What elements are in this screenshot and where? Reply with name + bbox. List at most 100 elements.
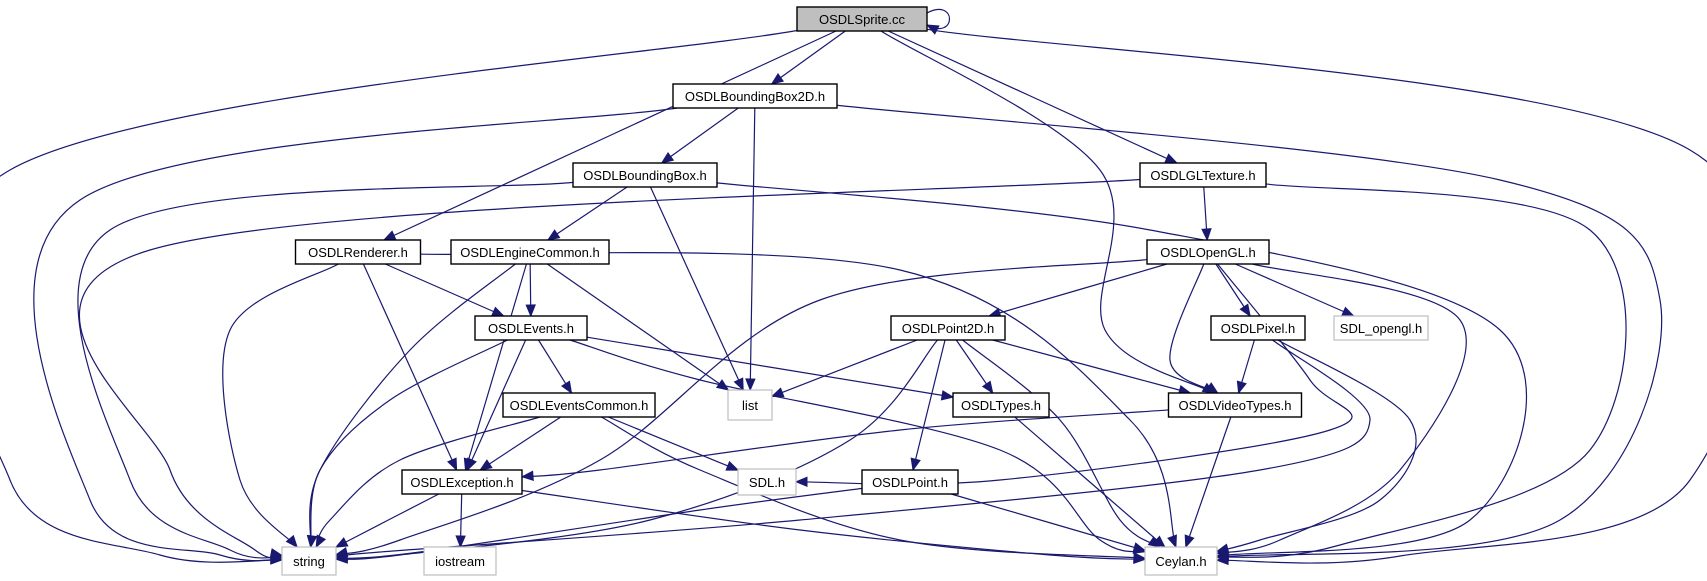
node-opengl[interactable]: OSDLOpenGL.h — [1146, 239, 1270, 265]
edge-opengl-to-videotypes-arrow — [1205, 382, 1219, 394]
edge-renderer-to-exception — [362, 263, 458, 471]
node-iostream-box — [423, 546, 497, 576]
edge-types-to-ceylan-arrow — [1152, 535, 1166, 548]
node-string-box — [281, 546, 337, 576]
edge-eventscommon-to-exception — [479, 416, 562, 471]
node-renderer-box — [294, 239, 422, 265]
node-ceylan[interactable]: Ceylan.h — [1144, 546, 1218, 576]
edge-opengl-to-videotypes — [1169, 263, 1219, 394]
edge-renderer-to-ceylan-arrow — [1167, 534, 1177, 549]
edge-renderer-to-string-arrow — [285, 534, 298, 549]
edge-point2d-to-ceylan — [962, 339, 1161, 548]
edge-eventscommon-to-sdl — [608, 416, 739, 471]
node-string-label: string — [293, 554, 325, 569]
node-bbox2d[interactable]: OSDLBoundingBox2D.h — [672, 83, 838, 109]
edge-renderer-to-exception-arrow — [447, 457, 458, 472]
edge-bbox2d-to-bbox-arrow — [660, 152, 675, 164]
edge-events-to-string-arrow — [306, 534, 318, 549]
edge-sprite-to-bbox2d-arrow — [770, 72, 785, 85]
edge-eventscommon-to-exception-arrow — [479, 459, 493, 471]
edge-point2d-to-videotypes — [992, 339, 1191, 394]
edge-events-to-exception-arrow — [466, 457, 477, 472]
node-iostream-label: iostream — [435, 554, 485, 569]
edge-exception-to-iostream-arrow — [455, 535, 466, 549]
node-point2d[interactable]: OSDLPoint2D.h — [890, 315, 1006, 341]
edge-bbox-to-string — [77, 181, 574, 559]
node-iostream[interactable]: iostream — [423, 546, 497, 576]
node-string[interactable]: string — [281, 546, 337, 576]
edge-events-to-eventscommon-arrow — [561, 380, 573, 395]
node-sdl-label: SDL.h — [749, 475, 785, 490]
edge-bbox-to-enginecommon — [547, 186, 628, 241]
edge-opengl-to-ceylan — [1216, 263, 1467, 554]
node-enginecommon-label: OSDLEngineCommon.h — [460, 245, 599, 260]
node-renderer[interactable]: OSDLRenderer.h — [294, 239, 422, 265]
node-sdlopengl-box — [1333, 315, 1429, 341]
edge-events-to-string — [310, 339, 508, 548]
node-renderer-label: OSDLRenderer.h — [308, 245, 408, 260]
node-sdlopengl[interactable]: SDL_opengl.h — [1333, 315, 1429, 341]
node-enginecommon[interactable]: OSDLEngineCommon.h — [450, 239, 610, 265]
edge-renderer-to-events — [385, 263, 504, 317]
node-exception[interactable]: OSDLException.h — [401, 469, 523, 495]
edge-videotypes-to-ceylan-arrow — [1184, 534, 1195, 549]
edge-videotypes-to-ceylan — [1185, 416, 1232, 548]
edge-point-to-ceylan-arrow — [1132, 542, 1147, 553]
edge-point-to-ceylan — [950, 493, 1146, 552]
node-bbox[interactable]: OSDLBoundingBox.h — [572, 162, 718, 188]
edge-renderer-to-string — [222, 263, 339, 548]
node-gltex[interactable]: OSDLGLTexture.h — [1139, 162, 1267, 188]
node-sprite[interactable]: OSDLSprite.cc — [796, 6, 928, 32]
node-bbox-box — [572, 162, 718, 188]
node-eventscommon-label: OSDLEventsCommon.h — [510, 398, 649, 413]
node-point-label: OSDLPoint.h — [872, 475, 948, 490]
edge-bbox-to-list-arrow — [733, 377, 744, 392]
edge-gltex-to-string — [78, 178, 1141, 559]
node-list[interactable]: list — [727, 389, 773, 421]
edge-point2d-to-types-arrow — [981, 380, 994, 395]
edge-enginecommon-to-events-arrow — [525, 304, 536, 318]
node-eventscommon-box — [502, 392, 656, 418]
node-opengl-label: OSDLOpenGL.h — [1160, 245, 1255, 260]
node-opengl-box — [1146, 239, 1270, 265]
edge-opengl-to-sdl-arrow — [794, 476, 808, 487]
edge-eventscommon-to-string-arrow — [315, 534, 327, 549]
node-pixel-label: OSDLPixel.h — [1221, 321, 1295, 336]
node-sdl[interactable]: SDL.h — [737, 468, 797, 496]
node-videotypes-label: OSDLVideoTypes.h — [1179, 398, 1292, 413]
node-enginecommon-box — [450, 239, 610, 265]
node-sdl-box — [737, 468, 797, 496]
node-sdlopengl-label: SDL_opengl.h — [1340, 321, 1422, 336]
node-eventscommon[interactable]: OSDLEventsCommon.h — [502, 392, 656, 418]
edge-sprite-to-string — [0, 29, 798, 563]
node-point-box — [861, 469, 959, 495]
edge-gltex-to-string-arrow — [269, 548, 284, 559]
edge-bbox2d-to-ceylan — [836, 104, 1663, 558]
node-point[interactable]: OSDLPoint.h — [861, 469, 959, 495]
edge-exception-to-ceylan — [521, 489, 1146, 560]
edge-opengl-to-pixel-arrow — [1239, 303, 1251, 318]
edge-pixel-to-ceylan — [1216, 339, 1417, 552]
node-exception-label: OSDLException.h — [410, 475, 513, 490]
edge-events-to-types-arrow — [940, 390, 955, 401]
edge-exception-to-string — [335, 493, 440, 548]
node-events[interactable]: OSDLEvents.h — [474, 315, 588, 341]
node-types[interactable]: OSDLTypes.h — [952, 392, 1050, 418]
edge-opengl-to-string — [335, 258, 1148, 556]
graph-arrowheads — [269, 24, 1355, 566]
edge-opengl-to-point2d — [988, 263, 1168, 317]
graph-nodes: OSDLSprite.ccOSDLBoundingBox2D.hOSDLBoun… — [281, 6, 1429, 576]
edge-point-to-string-arrow — [334, 552, 348, 564]
node-bbox-label: OSDLBoundingBox.h — [583, 168, 707, 183]
node-ceylan-label: Ceylan.h — [1155, 554, 1206, 569]
node-ceylan-box — [1144, 546, 1218, 576]
node-videotypes[interactable]: OSDLVideoTypes.h — [1167, 392, 1303, 418]
node-point2d-label: OSDLPoint2D.h — [902, 321, 995, 336]
node-gltex-box — [1139, 162, 1267, 188]
edge-point-to-string — [335, 487, 863, 560]
edge-exception-to-ceylan-arrow — [1133, 553, 1147, 565]
node-pixel[interactable]: OSDLPixel.h — [1210, 315, 1306, 341]
edge-videotypes-to-exception — [521, 409, 1169, 478]
edge-pixel-to-ceylan-arrow — [1215, 543, 1230, 554]
